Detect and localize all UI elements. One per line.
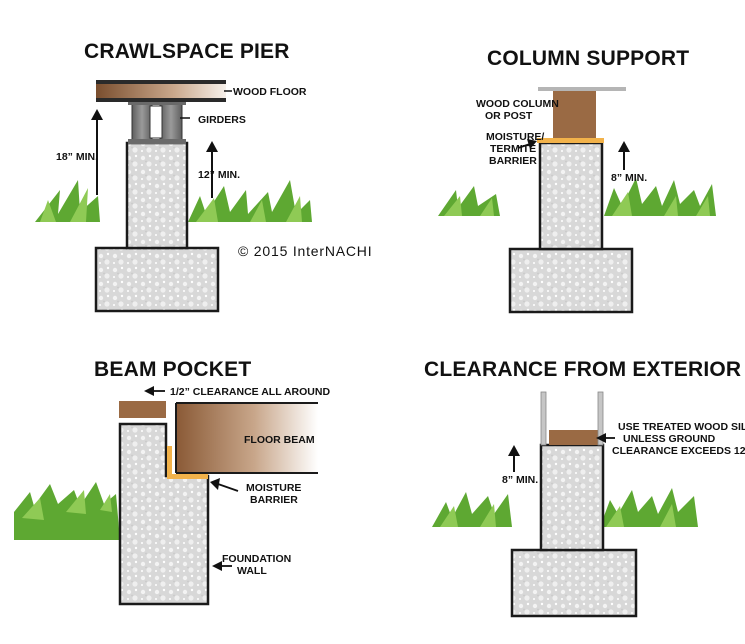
clearance-label: 1/2” CLEARANCE ALL AROUND	[170, 386, 330, 398]
treated-wood-sill	[549, 430, 598, 445]
grade-title: CLEARANCE FROM EXTERIOR GRADE	[424, 358, 745, 381]
sill-label-2: UNLESS GROUND	[623, 433, 716, 445]
wood-column	[553, 90, 596, 138]
girders-label: GIRDERS	[198, 114, 246, 126]
copyright: © 2015 InterNACHI	[238, 243, 372, 259]
grass-column	[438, 178, 716, 216]
sill-label-3: CLEARANCE EXCEEDS 12”	[612, 445, 745, 457]
grass-grade	[432, 488, 698, 527]
foundation-arrow	[212, 561, 232, 571]
crawlspace-title: CRAWLSPACE PIER	[84, 40, 290, 63]
beam-moisture-barrier	[167, 446, 208, 479]
moisture-termite-barrier	[537, 138, 604, 143]
pier-crawlspace	[125, 141, 189, 250]
beam-moisture-label-2: BARRIER	[250, 494, 298, 506]
min12-label: 12” MIN.	[198, 169, 240, 181]
arrow-12-min	[206, 141, 218, 198]
panel-crawlspace-pier: CRAWLSPACE PIER WOOD FLOOR GIRDER	[35, 40, 372, 313]
panel-column-support: COLUMN SUPPORT WOOD COLUMN OR POST MOIST…	[438, 47, 716, 314]
arrow-8-min-column	[618, 141, 630, 170]
floor-beam	[176, 404, 318, 472]
clearance-arrow	[144, 386, 165, 396]
footing-column	[508, 247, 634, 314]
grass-beam	[14, 482, 120, 540]
column-min8-label: 8” MIN.	[611, 172, 647, 184]
footing-grade	[510, 548, 638, 618]
wood-column-label-2: OR POST	[485, 110, 533, 122]
sill-label-1: USE TREATED WOOD SILL	[618, 421, 745, 433]
barrier-arrow	[517, 139, 537, 149]
beam-title: BEAM POCKET	[94, 358, 251, 381]
post-left	[540, 391, 547, 446]
arrow-8-min-grade	[508, 445, 520, 472]
wood-floor	[96, 84, 226, 98]
foundation-label-1: FOUNDATION	[222, 553, 291, 565]
wood-floor-label: WOOD FLOOR	[233, 86, 307, 98]
foundation-label-2: WALL	[237, 565, 267, 577]
sill-block	[119, 401, 166, 418]
beam-barrier-arrow	[210, 478, 239, 492]
girders	[128, 100, 186, 144]
grade-min8-label: 8” MIN.	[502, 474, 538, 486]
footing-crawlspace	[94, 246, 220, 313]
sill-arrow	[596, 433, 615, 443]
pier-column	[538, 141, 604, 251]
min18-label: 18” MIN.	[56, 151, 98, 163]
panel-beam-pocket: BEAM POCKET 1/2” CLEARANCE ALL AROUND FL…	[14, 358, 330, 606]
arrow-18-min	[91, 109, 103, 195]
column-title: COLUMN SUPPORT	[487, 47, 689, 70]
beam-moisture-label-1: MOISTURE	[246, 482, 301, 494]
floor-beam-label: FLOOR BEAM	[244, 434, 315, 446]
grass-crawlspace	[35, 180, 312, 222]
moisture-label-3: BARRIER	[489, 155, 537, 167]
floor-bottom-edge	[96, 98, 226, 102]
pier-grade	[539, 443, 605, 552]
post-right	[597, 391, 604, 446]
top-plate	[538, 87, 626, 91]
wood-column-label-1: WOOD COLUMN	[476, 98, 559, 110]
panel-clearance-grade: CLEARANCE FROM EXTERIOR GRADE USE TREATE…	[424, 358, 745, 618]
floor-top-edge	[96, 80, 226, 84]
